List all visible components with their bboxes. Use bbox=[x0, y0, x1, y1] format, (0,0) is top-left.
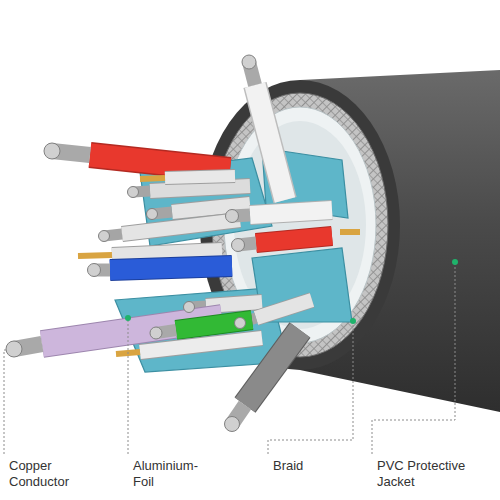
part-label: Copper Conductor bbox=[8, 458, 102, 491]
part-label: Braid bbox=[272, 458, 344, 474]
part-label: PVC Protective Jacket bbox=[376, 458, 490, 491]
part-label: Aluminium-Foil bbox=[132, 458, 212, 491]
